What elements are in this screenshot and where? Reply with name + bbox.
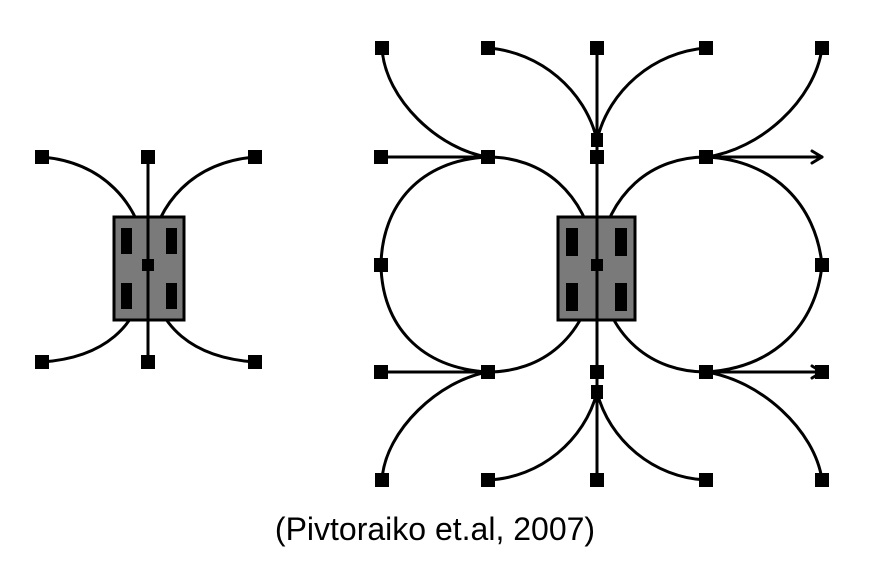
endpoint-node (35, 150, 49, 164)
primitive-top-mid-left (486, 46, 599, 142)
endpoint-node (374, 365, 388, 379)
robot-vehicle (112, 215, 186, 322)
endpoint-node (481, 473, 495, 487)
wheel (566, 283, 578, 311)
wheel (121, 228, 132, 254)
endpoint-node (699, 150, 713, 164)
endpoint-node (699, 473, 713, 487)
endpoint-node (815, 41, 829, 55)
endpoint-node (481, 150, 495, 164)
endpoint-node (375, 473, 389, 487)
figure-caption: (Pivtoraiko et.al, 2007) (274, 511, 596, 547)
primitive-right-loop-bottom (704, 263, 824, 374)
endpoint-node (815, 473, 829, 487)
endpoint-node (590, 150, 604, 164)
endpoint-node (248, 355, 262, 369)
endpoint-node (590, 41, 604, 55)
primitive-right-loop-top (704, 155, 824, 267)
endpoint-node (481, 365, 495, 379)
endpoint-node (35, 355, 49, 369)
wheel (615, 228, 627, 256)
endpoint-node (699, 41, 713, 55)
wheel (615, 283, 627, 311)
endpoint-node (591, 385, 603, 399)
primitive-top-far-right (704, 46, 824, 159)
endpoint-node (374, 150, 388, 164)
wheel (166, 228, 177, 254)
center-node (591, 259, 603, 271)
wheel (121, 283, 132, 309)
endpoint-node (591, 133, 603, 147)
primitive-bottom-far-right (704, 370, 824, 482)
endpoint-node (141, 355, 155, 369)
endpoint-node (590, 473, 604, 487)
wheel (166, 283, 177, 309)
endpoint-node (815, 258, 829, 272)
small-motion-lattice (35, 150, 262, 369)
primitive-top-mid-right (595, 46, 708, 142)
primitive-bottom-mid-left (486, 390, 599, 482)
endpoint-node (374, 258, 388, 272)
wheel (566, 228, 578, 256)
primitive-left-loop-bottom (379, 263, 490, 374)
center-node (142, 259, 154, 271)
endpoint-node (815, 365, 829, 379)
primitive-left-loop-top (379, 155, 490, 267)
endpoint-node (375, 41, 389, 55)
robot-vehicle (556, 215, 637, 322)
endpoint-node (699, 365, 713, 379)
endpoint-node (481, 41, 495, 55)
primitive-top-far-left (380, 46, 490, 159)
endpoint-node (141, 150, 155, 164)
arrow-head (810, 149, 824, 165)
endpoint-node (590, 365, 604, 379)
endpoint-node (248, 150, 262, 164)
large-motion-lattice (374, 41, 829, 487)
primitive-bottom-far-left (380, 370, 490, 482)
primitive-bottom-mid-right (595, 390, 708, 482)
